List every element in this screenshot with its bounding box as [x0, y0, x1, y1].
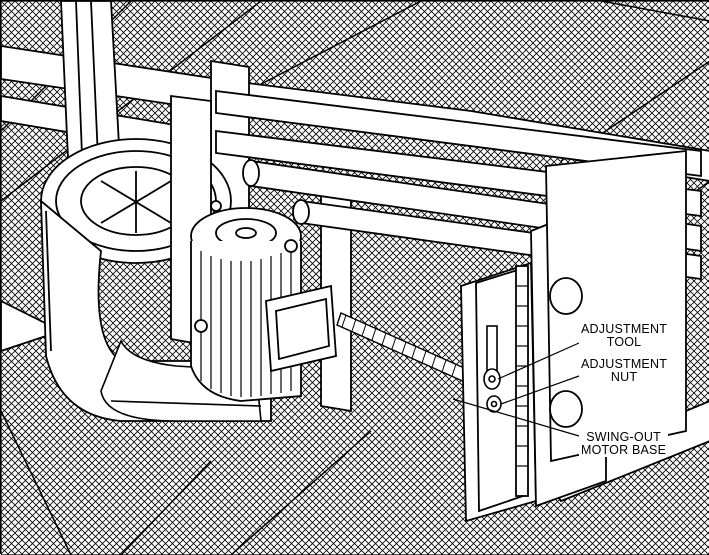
adjustment-hardware: [483, 325, 502, 413]
callout-swing-out-motor-base: SWING-OUT MOTOR BASE: [579, 430, 669, 457]
motor: [190, 200, 337, 402]
callout-adjustment-nut: ADJUSTMENT NUT: [579, 357, 670, 384]
leader-lines: [452, 342, 580, 437]
side-panel: [545, 149, 687, 463]
callout-adjustment-tool: ADJUSTMENT TOOL: [579, 322, 670, 349]
